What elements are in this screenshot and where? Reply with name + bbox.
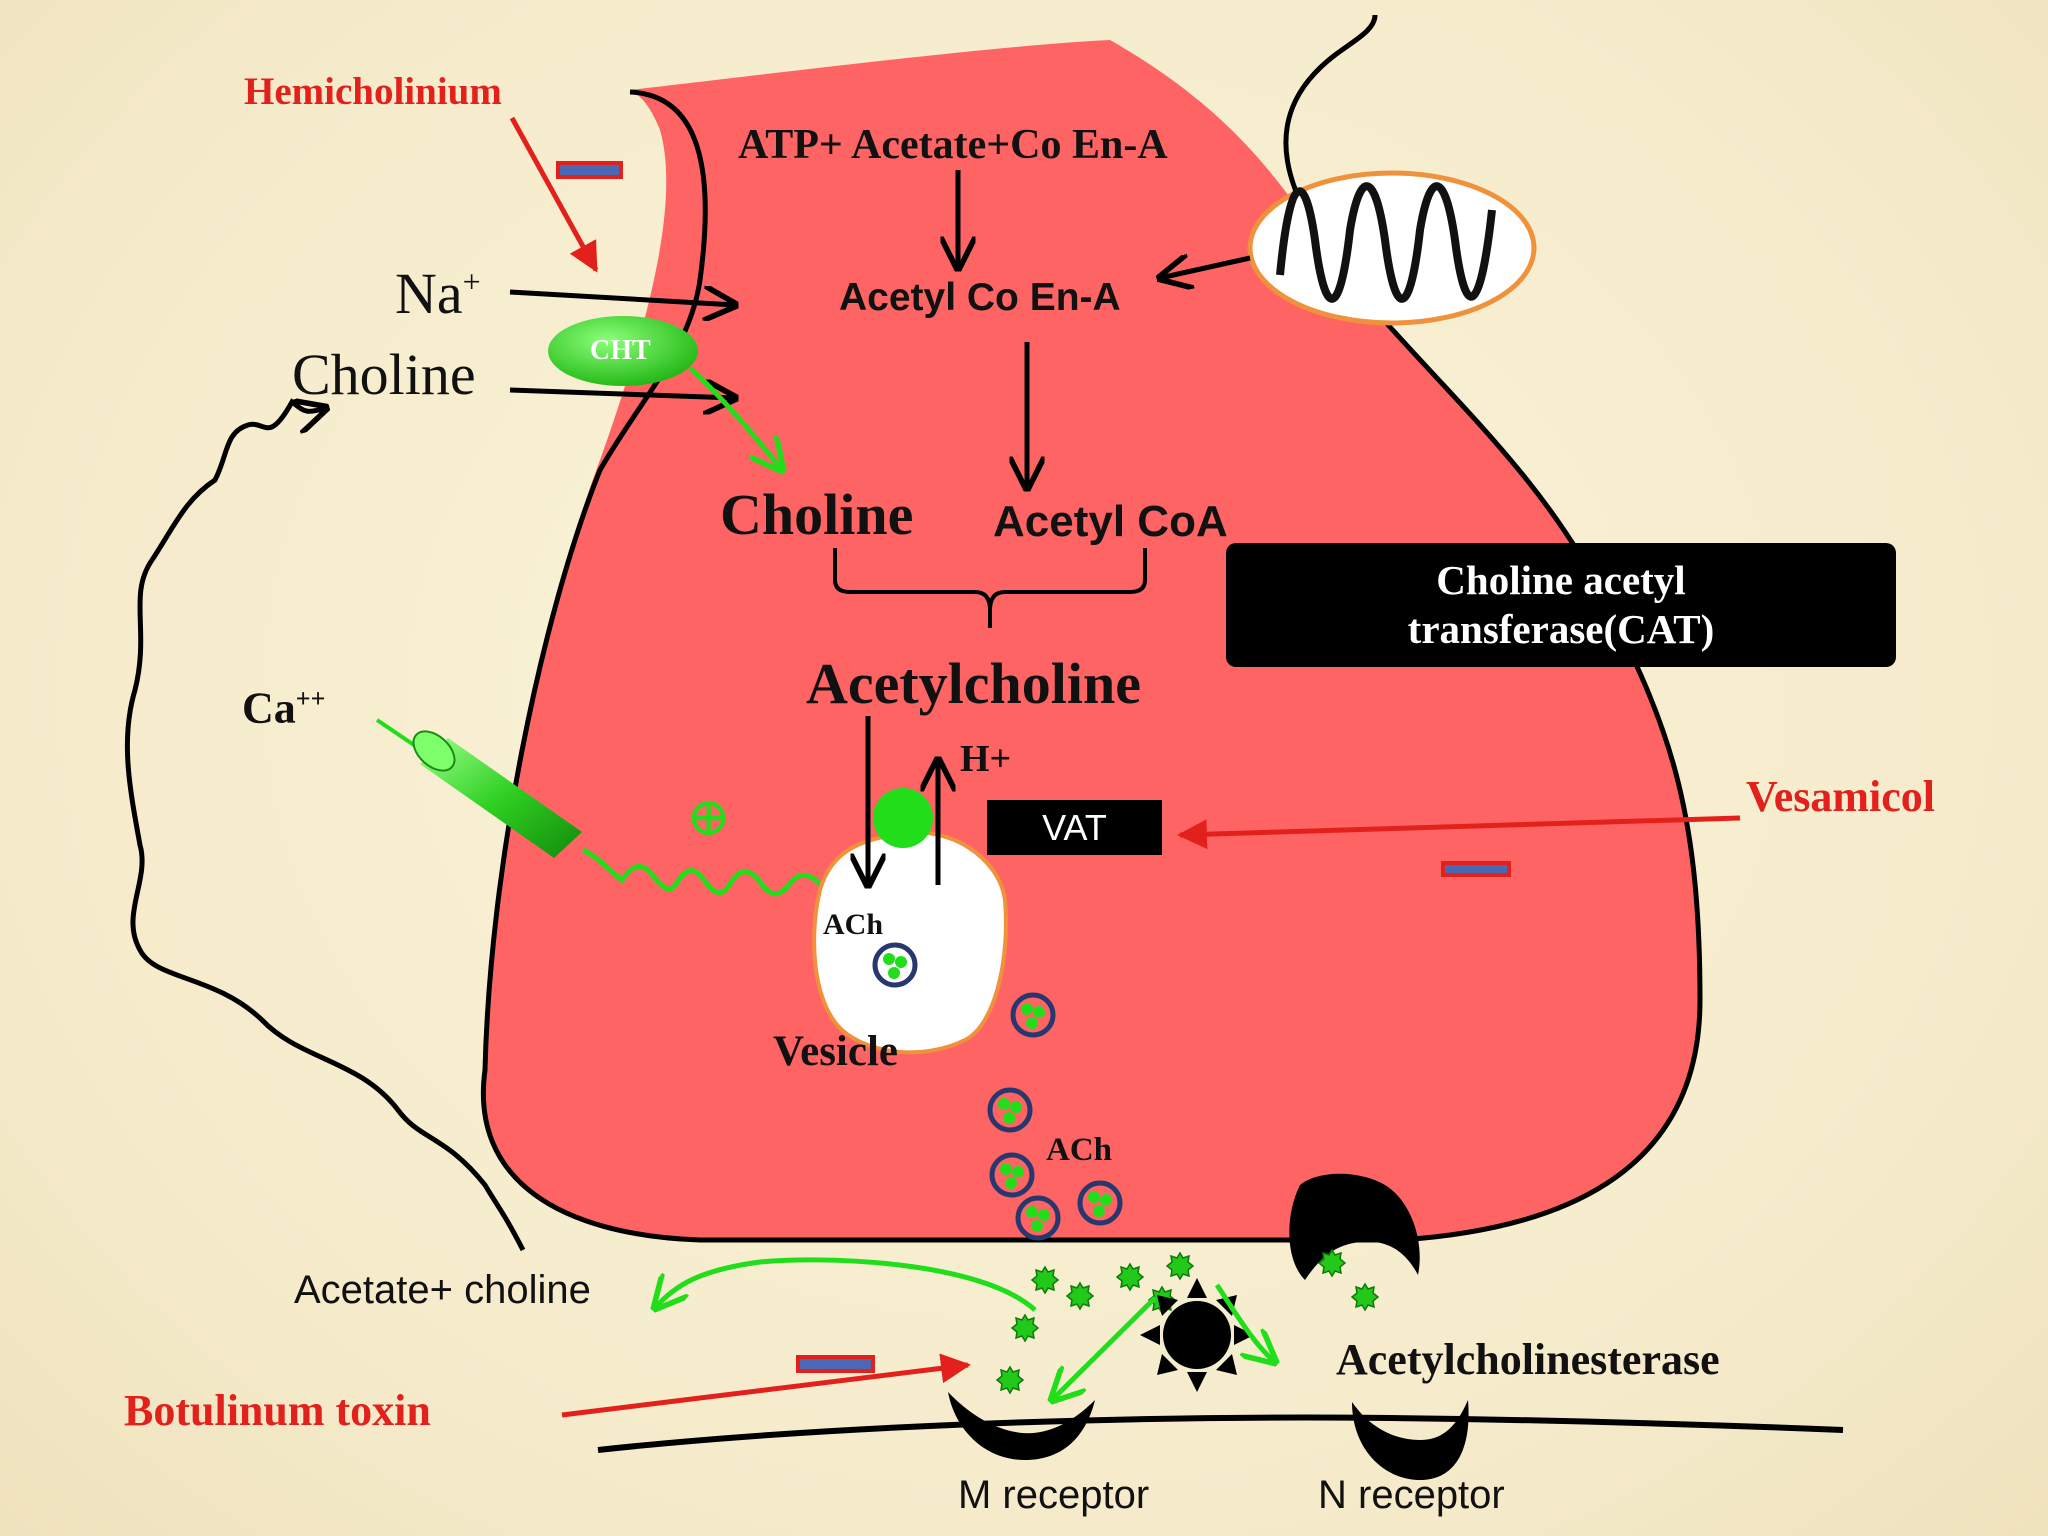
vat-box: VAT (987, 800, 1162, 855)
calcium-ion-label: Ca++ (242, 686, 325, 731)
hemicholinium-minus-sign (556, 161, 623, 179)
cat-label-line2: transferase(CAT) (1407, 606, 1715, 652)
calcium-signal-wave (581, 847, 856, 894)
ach-in-vesicle-label: ACh (823, 908, 884, 941)
proton-label: H+ (960, 738, 1012, 780)
postsynaptic-membrane (597, 1414, 1844, 1453)
vesicle-label: Vesicle (773, 1028, 898, 1075)
botulinum-minus-sign (796, 1355, 875, 1373)
acetylcholinesterase-enzyme (1140, 1278, 1254, 1392)
synthesis-bracket (833, 548, 1147, 628)
acetylcholinesterase-label: Acetylcholinesterase (1336, 1335, 1720, 1384)
arrow-hemicholinium (509, 116, 599, 273)
atp-acetate-label: ATP+ Acetate+Co En-A (738, 122, 1168, 168)
arrow-ach-to-n-receptor (1214, 1283, 1275, 1362)
calcium-stimulation-plus-icon: ⊕ (686, 787, 732, 847)
arrow-hydrolysis-to-acetate-choline (655, 1257, 1037, 1310)
sodium-ion-symbol: Na (395, 261, 463, 326)
arrow-vesamicol (1177, 815, 1741, 850)
m-receptor-label: M receptor (958, 1473, 1150, 1517)
arrow-botulinum-toxin (561, 1353, 971, 1418)
m-receptor (948, 1392, 1095, 1460)
choline-recycling-path (124, 402, 526, 1252)
botulinum-toxin-label: Botulinum toxin (124, 1386, 431, 1435)
arrow-sodium-uptake (509, 292, 735, 305)
synaptic-vesicle (812, 830, 1008, 1055)
arrow-choline-uptake (509, 390, 735, 398)
vesamicol-label: Vesamicol (1746, 772, 1936, 821)
calcium-channel (412, 730, 582, 858)
nerve-terminal (483, 40, 1700, 1240)
n-receptor-label: N receptor (1318, 1473, 1505, 1517)
choline-acetyl-transferase-box: Choline acetyl transferase(CAT) (1226, 543, 1896, 667)
acetyl-coa-label: Acetyl CoA (993, 497, 1228, 546)
sodium-ion-charge: + (462, 263, 481, 300)
cat-label-line1: Choline acetyl (1436, 556, 1686, 603)
calcium-ion-charge: ++ (295, 684, 326, 713)
vesamicol-minus-sign (1441, 861, 1511, 877)
cht-transporter (548, 316, 698, 386)
arrow-mitochondrion-to-acetyl-coenzyme (1160, 258, 1251, 278)
acetyl-coenzyme-a-label: Acetyl Co En-A (839, 276, 1121, 319)
arrow-cht-to-choline (688, 366, 782, 470)
ach-released-label: ACh (1046, 1132, 1113, 1168)
n-receptor (1352, 1400, 1469, 1480)
acetate-choline-label: Acetate+ choline (294, 1268, 591, 1312)
cht-label: CHT (590, 335, 651, 366)
calcium-ion-symbol: Ca (242, 683, 296, 733)
choline-outside-label: Choline (292, 342, 476, 407)
arrow-ach-to-m-receptor (1052, 1296, 1157, 1400)
mitochondrial-cristae (1276, 182, 1496, 303)
acetylcholine-label: Acetylcholine (806, 651, 1142, 716)
choline-inside-label: Choline (720, 482, 914, 547)
sodium-ion-label: Na+ (395, 265, 481, 323)
vat-transporter (873, 788, 933, 848)
hemicholinium-label: Hemicholinium (244, 70, 502, 113)
presynaptic-receptor (1289, 1173, 1420, 1280)
